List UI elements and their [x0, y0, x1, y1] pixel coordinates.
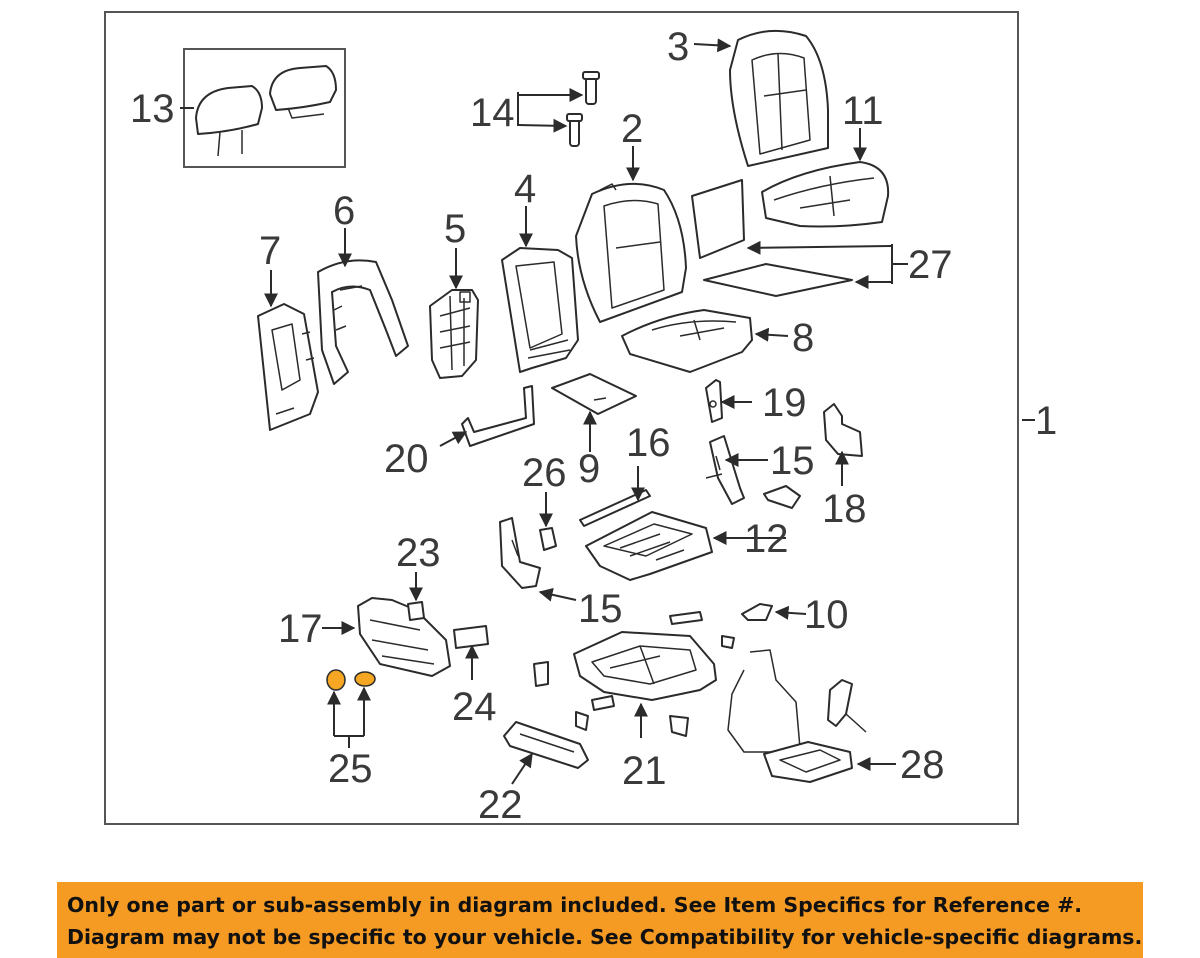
part-25-knobs[interactable] — [326, 669, 376, 691]
part-23-switch[interactable] — [407, 601, 425, 621]
part-17-seat-side-shield[interactable] — [357, 597, 451, 677]
part-19-recliner-bracket[interactable] — [705, 379, 723, 423]
leader-lines — [180, 38, 1035, 785]
part-6-back-panel-trim[interactable] — [317, 259, 409, 385]
callout-5: 5 — [444, 207, 466, 251]
part-5-lumbar-mechanism[interactable] — [429, 289, 479, 379]
part-20-back-trim-bar[interactable] — [461, 385, 535, 447]
callout-20: 20 — [384, 437, 429, 481]
part-3-seat-back-cover[interactable] — [729, 29, 829, 167]
callout-6: 6 — [333, 189, 355, 233]
callout-24: 24 — [452, 685, 497, 729]
callout-7: 7 — [259, 229, 281, 273]
part-7-back-panel[interactable] — [257, 303, 319, 431]
callout-28: 28 — [900, 743, 945, 787]
part-26-clip[interactable] — [539, 527, 557, 551]
part-13-headrest[interactable] — [183, 48, 346, 168]
callout-11: 11 — [842, 89, 884, 133]
part-11-seat-cushion-cover[interactable] — [761, 161, 890, 228]
callout-15: 15 — [770, 439, 815, 483]
part-9-lumbar-panel[interactable] — [551, 373, 637, 415]
part-14-headrest-guides[interactable] — [566, 71, 600, 147]
callout-4: 4 — [514, 167, 536, 211]
callout-13: 13 — [130, 87, 175, 131]
part-2-seat-back-pad[interactable] — [575, 182, 687, 323]
part-4-seat-back-frame[interactable] — [501, 247, 579, 373]
part-10-trim-cap[interactable] — [741, 603, 773, 621]
callout-23: 23 — [396, 531, 441, 575]
part-18-side-shield-upper[interactable] — [823, 403, 863, 457]
part-24-switch-bezel[interactable] — [453, 625, 489, 649]
part-8-seat-cushion-pad[interactable] — [621, 309, 753, 373]
callout-labels: 1 2 3 4 5 6 7 8 9 10 11 12 13 14 15 15 1… — [130, 25, 1057, 827]
disclaimer-line-1: Only one part or sub-assembly in diagram… — [67, 893, 1083, 917]
disclaimer-line-2: Diagram may not be specific to your vehi… — [67, 925, 1143, 949]
part-21-seat-adjuster[interactable] — [533, 611, 735, 737]
callout-15b: 15 — [578, 587, 623, 631]
callout-12: 12 — [744, 517, 789, 561]
disclaimer-banner: Only one part or sub-assembly in diagram… — [57, 882, 1143, 958]
parts-diagram: 1 2 3 4 5 6 7 8 9 10 11 12 13 14 15 15 1… — [104, 11, 1057, 827]
part-22-lower-trim[interactable] — [503, 721, 589, 769]
callout-18: 18 — [822, 487, 867, 531]
part-27-heater-pads[interactable] — [691, 179, 853, 297]
callout-25: 25 — [328, 747, 373, 791]
callout-14: 14 — [470, 91, 515, 135]
part-15-side-trim-left[interactable] — [499, 517, 541, 589]
callout-19: 19 — [762, 381, 807, 425]
callout-1: 1 — [1035, 399, 1057, 443]
part-28-wiring-harness[interactable] — [727, 649, 867, 783]
assembly-frame — [104, 11, 1019, 825]
callout-16: 16 — [626, 421, 671, 465]
callout-26: 26 — [522, 451, 567, 495]
callout-8: 8 — [792, 316, 814, 360]
callout-17: 17 — [278, 607, 323, 651]
callout-3: 3 — [667, 25, 689, 69]
callout-21: 21 — [622, 749, 667, 793]
callout-10: 10 — [804, 593, 849, 637]
callout-2: 2 — [621, 107, 643, 151]
part-12-seat-pan[interactable] — [585, 511, 713, 581]
callout-22: 22 — [478, 783, 523, 827]
callout-27: 27 — [908, 243, 953, 287]
callout-9: 9 — [578, 447, 600, 491]
part-15-side-trim-right[interactable] — [705, 435, 801, 509]
